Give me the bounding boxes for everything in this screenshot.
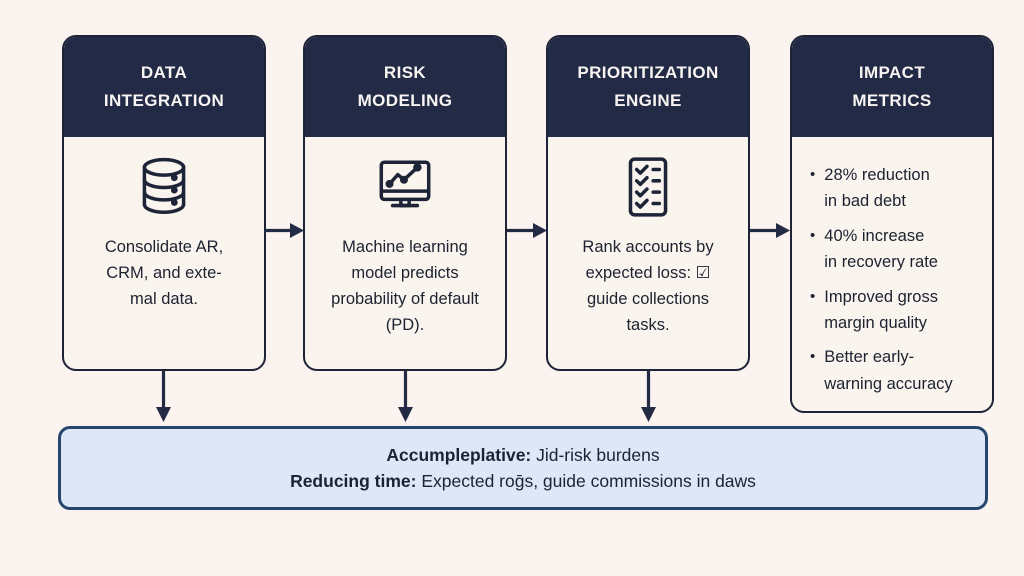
bullet-icon: • [810,226,816,244]
banner-line-2-text: Expected roḡs, guide commissions in daws [416,470,756,491]
card-body: Consolidate AR, CRM, and exte- mal data. [64,137,264,369]
card-title: RISK MODELING [305,37,505,137]
arrow-right-icon [507,221,548,245]
list-item: • Better early- warning accuracy [810,344,982,397]
list-item: • 40% increase in recovery rate [810,223,982,276]
banner-line-2-label: Reducing time: [290,470,417,491]
banner-line-1: Accumpleplative: Jid-risk burdens [386,445,659,466]
list-item: • Improved gross margin quality [810,284,982,337]
card-data-integration: DATA INTEGRATION Consolidate AR, CRM, an… [62,35,266,371]
arrow-right-icon [264,221,305,245]
checklist-icon [615,152,681,222]
summary-banner: Accumpleplative: Jid-risk burdens Reduci… [58,426,988,510]
bullet-icon: • [810,287,816,305]
monitor-chart-icon [372,152,438,222]
card-body: Machine learning model predicts probabil… [305,137,505,369]
metric-text: Better early- warning accuracy [824,348,953,393]
bullet-icon: • [810,166,816,183]
card-body: • 28% reduction in bad debt • 40% increa… [792,137,992,411]
database-icon [131,152,197,222]
arrow-down-icon [639,371,658,428]
metric-list: • 28% reduction in bad debt • 40% increa… [792,162,992,405]
card-risk-modeling: RISK MODELING Machine learning model pre… [303,35,507,371]
metric-text: 28% reduction in bad debt [824,166,930,211]
arrow-down-icon [396,371,415,428]
banner-line-1-text: Jid-risk burdens [531,444,660,465]
list-item: • 28% reduction in bad debt [810,162,982,215]
metric-text: 40% increase in recovery rate [824,226,938,272]
card-impact-metrics: IMPACT METRICS • 28% reduction in bad de… [790,35,994,413]
card-body: Rank accounts by expected loss: ☑ guide … [548,137,748,369]
banner-line-2: Reducing time: Expected roḡs, guide comm… [290,471,756,492]
card-prioritization-engine: PRIORITIZATION ENGINE Rank accounts by e… [546,35,750,371]
bullet-icon: • [810,348,816,366]
card-title: IMPACT METRICS [792,37,992,137]
card-title: PRIORITIZATION ENGINE [548,37,748,137]
card-description: Machine learning model predicts probabil… [331,238,479,334]
card-description: Rank accounts by expected loss: ☑ guide … [582,238,714,334]
metric-text: Improved gross margin quality [824,287,938,332]
card-title: DATA INTEGRATION [64,37,264,137]
arrow-down-icon [154,371,173,428]
card-description: Consolidate AR, CRM, and exte- mal data. [104,238,224,308]
banner-line-1-label: Accumpleplative: [386,444,532,465]
arrow-right-icon [750,221,791,245]
